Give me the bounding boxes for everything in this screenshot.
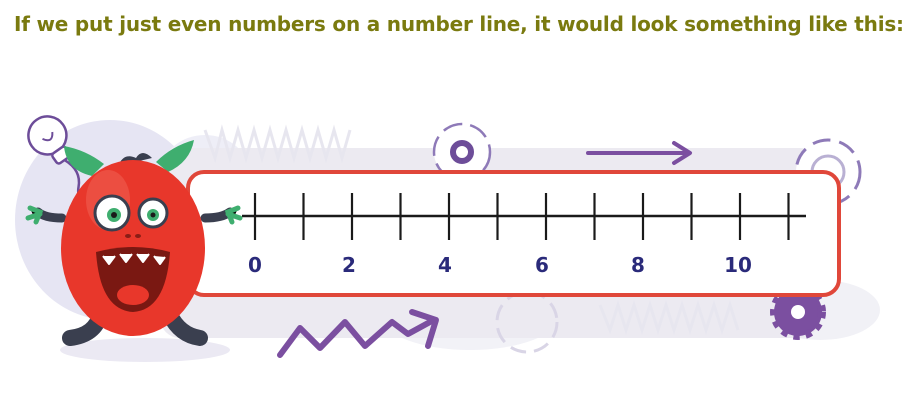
zigzag-arrow-icon — [277, 309, 439, 358]
monster-mascot — [25, 140, 243, 362]
tick-label-0: 0 — [248, 253, 262, 277]
gear-icon — [770, 284, 826, 340]
arrow-right-icon — [586, 141, 692, 165]
tick-label-10: 10 — [724, 253, 752, 277]
page-heading: If we put just even numbers on a number … — [14, 12, 904, 36]
tick-label-2: 2 — [342, 253, 356, 277]
gear-icon — [432, 122, 492, 182]
gear-icon — [495, 290, 559, 354]
tick-label-4: 4 — [438, 253, 452, 277]
tick-label-6: 6 — [535, 253, 549, 277]
tick-label-8: 8 — [631, 253, 645, 277]
number-line-ticks — [253, 193, 790, 240]
number-line-illustration: 0 2 4 6 8 10 — [15, 115, 880, 362]
